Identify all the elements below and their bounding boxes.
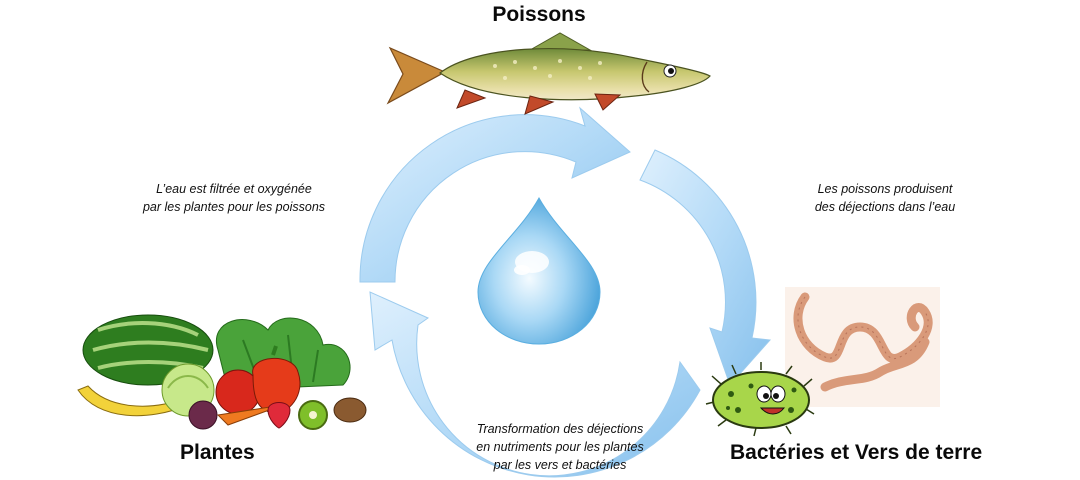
caption-line: des déjections dans l’eau xyxy=(814,200,956,214)
caption-plants-to-fish: L’eau est filtrée et oxygénée par les pl… xyxy=(114,180,354,216)
bacteria-icon xyxy=(705,362,815,437)
node-label-plants: Plantes xyxy=(180,441,255,464)
caption-line: Les poissons produisent xyxy=(817,182,953,196)
node-label-fish: Poissons xyxy=(492,3,586,26)
water-drop-icon xyxy=(477,196,601,345)
caption-line: L’eau est filtrée et oxygénée xyxy=(156,182,312,196)
node-label-decomposers: Bactéries et Vers de terre xyxy=(730,441,983,464)
arrow-plants-to-fish xyxy=(359,106,631,283)
arrow-decomposers-to-plants xyxy=(369,291,701,478)
caption-line: Transformation des déjections xyxy=(476,422,644,436)
caption-line: par les vers et bactéries xyxy=(493,458,627,472)
caption-fish-to-decomposers: Les poissons produisent des déjections d… xyxy=(780,180,990,216)
vegetables-icon xyxy=(77,314,367,430)
arrow-fish-to-decomposers xyxy=(639,149,772,386)
earthworm-icon xyxy=(785,287,940,407)
fish-icon xyxy=(386,32,711,115)
caption-line: en nutriments pour les plantes xyxy=(476,440,644,454)
caption-decomposers-to-plants: Transformation des déjections en nutrime… xyxy=(440,420,680,474)
caption-line: par les plantes pour les poissons xyxy=(142,200,326,214)
